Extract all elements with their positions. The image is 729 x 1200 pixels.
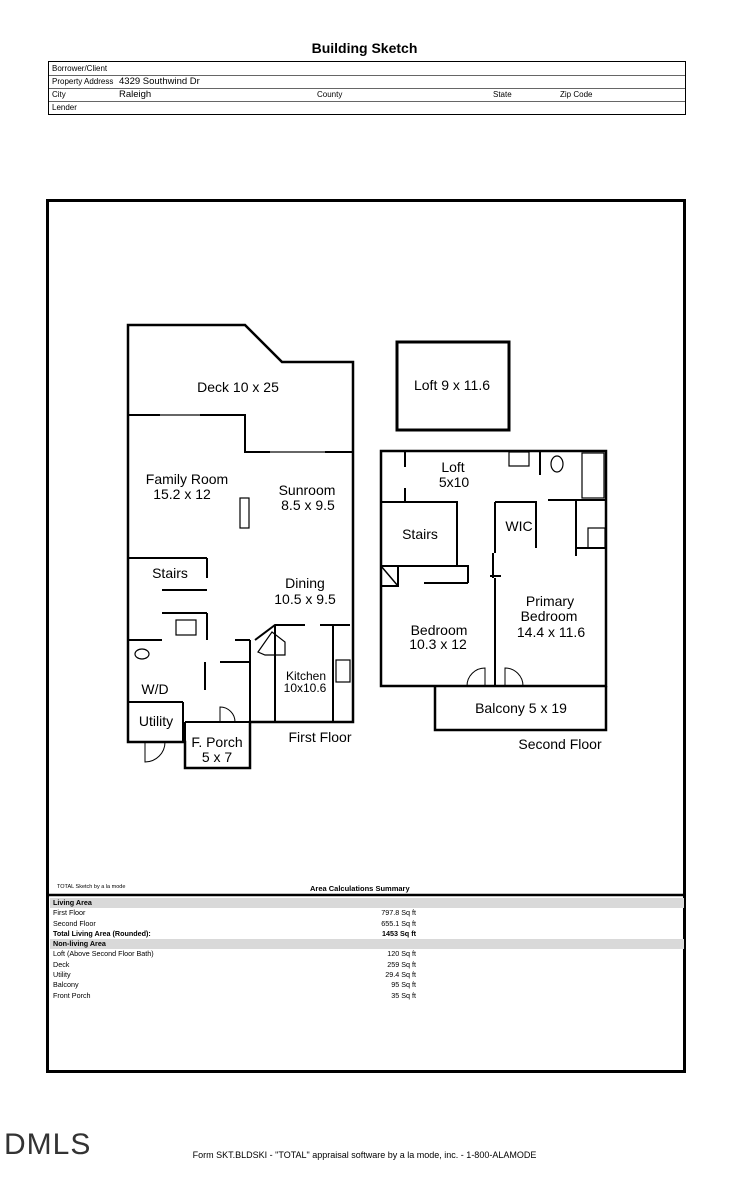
summary-row-value: 259 Sq ft [387, 959, 416, 969]
sunroom-size: 8.5 x 9.5 [281, 497, 335, 513]
loft2-size: 5x10 [439, 474, 470, 490]
form-footer: Form SKT.BLDSKI - "TOTAL" appraisal soft… [192, 1150, 537, 1160]
borrower-row: Borrower/Client [49, 62, 685, 76]
range-icon [335, 659, 351, 683]
floor-plan-sketch: Deck 10 x 25 Family Room 15.2 x 12 Sunro… [48, 323, 686, 897]
dining-size: 10.5 x 9.5 [274, 591, 336, 607]
city-row: City Raleigh County State Zip Code [49, 88, 685, 102]
wic-label: WIC [505, 518, 532, 534]
summary-row-name: Non-living Area [53, 939, 106, 949]
summary-row-value: 95 Sq ft [391, 980, 416, 990]
summary-row-value: 120 Sq ft [387, 949, 416, 959]
city-value: Raleigh [119, 89, 152, 100]
kitchen-sink-icon [257, 631, 286, 656]
kitchen-label: Kitchen [286, 669, 326, 683]
zip-label: Zip Code [560, 90, 593, 99]
summary-row-name: Living Area [53, 898, 92, 907]
loft-top-label: Loft 9 x 11.6 [414, 377, 490, 393]
bedroom-label: Bedroom [411, 622, 468, 638]
county-label: County [317, 90, 343, 99]
bath-sink-icon [508, 451, 530, 467]
deck-outline [126, 323, 355, 452]
address-label: Property Address [52, 77, 114, 86]
summary-row: Balcony 95 Sq ft [50, 980, 684, 990]
stairs-first-label: Stairs [152, 565, 188, 581]
sketch-credit: TOTAL Sketch by a la mode [57, 884, 126, 890]
loft2-label: Loft [441, 459, 464, 475]
tub-icon [581, 452, 605, 499]
porch-label: F. Porch [191, 734, 242, 750]
summary-row-value: 797.8 Sq ft [381, 908, 416, 918]
utility-label: Utility [139, 713, 173, 729]
deck-label: Deck 10 x 25 [197, 379, 279, 395]
primary-bedroom-size: 14.4 x 11.6 [517, 624, 585, 640]
first-floor-outline [126, 415, 355, 770]
summary-row: Front Porch 35 Sq ft [50, 991, 684, 1001]
vanity-icon [587, 527, 606, 549]
sketch-frame [46, 199, 686, 1073]
summary-row-name: Balcony [53, 980, 79, 990]
summary-row-name: First Floor [53, 908, 86, 918]
porch-size: 5 x 7 [202, 749, 233, 765]
summary-row-name: Front Porch [53, 990, 91, 1000]
primary-bedroom-label-2: Bedroom [521, 608, 578, 624]
summary-row: Loft (Above Second Floor Bath) 120 Sq ft [50, 949, 684, 959]
lender-row: Lender [49, 101, 685, 114]
balcony-label: Balcony 5 x 19 [475, 700, 567, 716]
primary-bedroom-label: Primary [526, 593, 574, 609]
summary-row: Deck 259 Sq ft [50, 960, 684, 970]
dining-label: Dining [285, 575, 325, 591]
fireplace-icon [239, 497, 250, 529]
summary-row: Living Area [50, 898, 684, 909]
summary-row-value: 35 Sq ft [391, 990, 416, 1000]
toilet2-icon [550, 455, 564, 473]
address-row: Property Address 4329 Southwind Dr [49, 75, 685, 89]
lender-label: Lender [52, 103, 77, 112]
page-title: Building Sketch [311, 40, 418, 56]
summary-row-value: 655.1 Sq ft [381, 918, 416, 928]
address-value: 4329 Southwind Dr [119, 76, 200, 87]
summary-row-name: Total Living Area (Rounded): [53, 928, 151, 938]
dmls-logo: DMLS [4, 1128, 92, 1161]
family-room-size: 15.2 x 12 [153, 486, 211, 502]
loft-top-outline [395, 340, 511, 432]
sink-icon [175, 619, 197, 636]
borrower-label: Borrower/Client [52, 64, 108, 73]
summary-row: Total Living Area (Rounded): 1453 Sq ft [50, 929, 684, 939]
property-header: Borrower/Client Property Address 4329 So… [48, 61, 686, 115]
city-label: City [52, 90, 66, 99]
second-floor-label: Second Floor [518, 736, 602, 752]
kitchen-size: 10x10.6 [284, 681, 327, 695]
summary-row: Second Floor 655.1 Sq ft [50, 919, 684, 929]
deck-house-wall [128, 414, 353, 453]
bedroom-size: 10.3 x 12 [409, 636, 467, 652]
sunroom-label: Sunroom [279, 482, 336, 498]
summary-row-value: 1453 Sq ft [382, 928, 416, 938]
summary-row-name: Second Floor [53, 918, 96, 928]
family-room-label: Family Room [146, 471, 228, 487]
summary-row-name: Deck [53, 959, 70, 969]
summary-row: Non-living Area [50, 939, 684, 950]
summary-row: Utility 29.4 Sq ft [50, 970, 684, 980]
wd-label: W/D [141, 681, 168, 697]
stairs-second-label: Stairs [402, 526, 438, 542]
summary-title: Area Calculations Summary [310, 884, 410, 893]
first-floor-label: First Floor [289, 729, 352, 745]
summary-row-name: Loft (Above Second Floor Bath) [53, 949, 154, 959]
state-label: State [493, 90, 512, 99]
balcony-outline [433, 686, 608, 732]
summary-row-name: Utility [53, 970, 71, 980]
summary-row-value: 29.4 Sq ft [385, 970, 416, 980]
toilet-icon [134, 648, 150, 660]
summary-row: First Floor 797.8 Sq ft [50, 908, 684, 918]
